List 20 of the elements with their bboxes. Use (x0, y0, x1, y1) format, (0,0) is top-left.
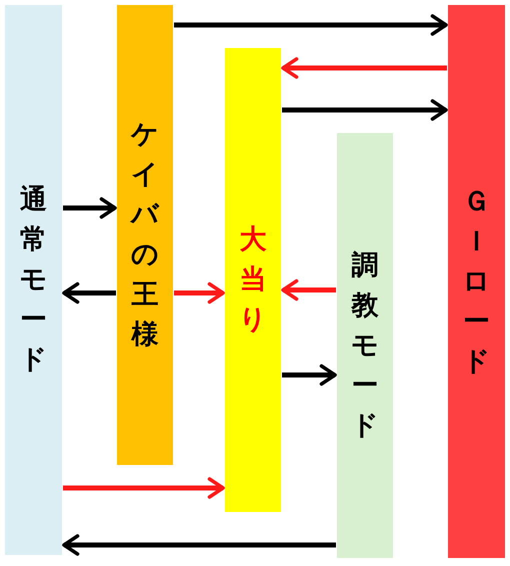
mode-bar (225, 48, 281, 512)
mode-label: ＧＩロード (462, 184, 490, 378)
mode-bar (337, 133, 393, 558)
arrow (282, 99, 448, 121)
mode-label: 調教モード (351, 248, 379, 442)
arrow (62, 282, 116, 304)
arrow (281, 57, 447, 79)
arrow (174, 282, 225, 304)
mode-bar (5, 5, 62, 555)
arrow (281, 279, 336, 301)
mode-bar (448, 5, 505, 558)
mode-bar (117, 5, 173, 465)
arrow (63, 477, 225, 499)
arrow (174, 14, 448, 36)
mode-label: ケイバの王様 (131, 118, 159, 352)
arrow (63, 197, 117, 219)
mode-label: 通常モード (20, 183, 48, 377)
arrow (62, 534, 336, 556)
mode-label: 大当り (239, 223, 267, 337)
arrow (282, 364, 337, 386)
